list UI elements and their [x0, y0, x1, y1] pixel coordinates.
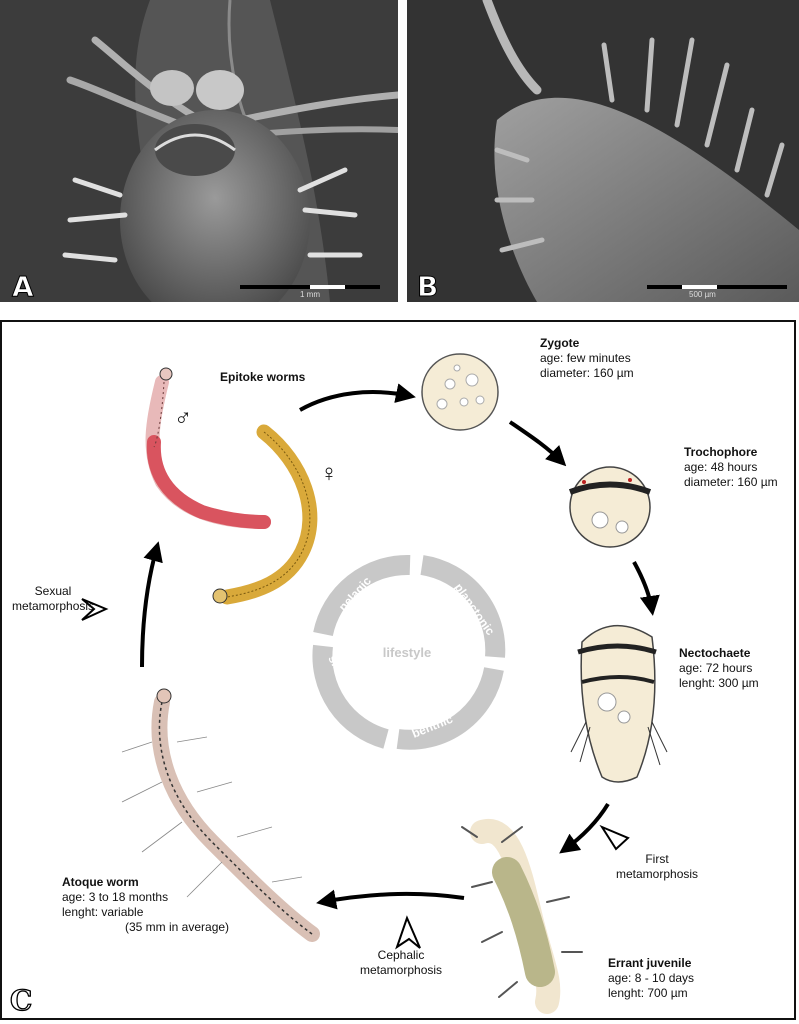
sexual-metamorphosis-label: Sexual metamorphosis [12, 584, 94, 614]
male-epitoke-worm-illustration [153, 368, 264, 522]
sem-panel-a: A 1 mm [0, 0, 398, 302]
lifestyle-center-label: lifestyle [383, 645, 431, 660]
zygote-label: Zygote age: few minutes diameter: 160 µm [540, 336, 634, 381]
cephalic-metamorphosis-icon [397, 918, 420, 948]
panel-b-scale-bar [647, 285, 787, 289]
male-symbol: ♂ [174, 406, 192, 430]
arrow-zygote-to-trochophore [510, 422, 562, 462]
sem-image-a-head [0, 0, 398, 302]
first-metamorphosis-label: First metamorphosis [616, 852, 698, 882]
panel-b-letter: B [417, 270, 438, 302]
trochophore-label: Trochophore age: 48 hours diameter: 160 … [684, 445, 778, 490]
lifestyle-segment-pelagic [323, 565, 410, 634]
cephalic-metamorphosis-label: Cephalic metamorphosis [360, 948, 442, 978]
arrow-trochophore-to-nectochaete [634, 562, 652, 610]
sem-panel-b: B 500 µm [407, 0, 799, 302]
arrow-epitoke-to-zygote [300, 392, 410, 410]
errant-juvenile-label: Errant juvenile age: 8 - 10 days lenght:… [608, 956, 694, 1001]
arrow-juvenile-to-atoque [322, 894, 464, 902]
panel-a-scale-bar [240, 285, 380, 289]
panel-a-letter: A [12, 270, 34, 302]
sem-image-b-body [407, 0, 799, 302]
panel-b-scale-label: 500 µm [689, 290, 716, 299]
life-cycle-panel: lifestyle pelagic planctonic benthic sil… [0, 320, 796, 1020]
arrow-atoque-to-epitoke [142, 547, 157, 667]
female-symbol: ♀ [320, 462, 338, 486]
atoque-worm-label: Atoque worm age: 3 to 18 months lenght: … [62, 875, 229, 935]
nectochaete-illustration [571, 626, 667, 782]
nectochaete-label: Nectochaete age: 72 hours lenght: 300 µm [679, 646, 759, 691]
first-metamorphosis-icon [602, 827, 628, 849]
epitoke-label: Epitoke worms [220, 370, 305, 385]
errant-juvenile-illustration [462, 827, 582, 1002]
panel-c-letter: C [10, 984, 32, 1017]
trochophore-illustration [570, 467, 650, 547]
panel-a-scale-label: 1 mm [300, 290, 320, 299]
zygote-illustration [422, 354, 498, 430]
